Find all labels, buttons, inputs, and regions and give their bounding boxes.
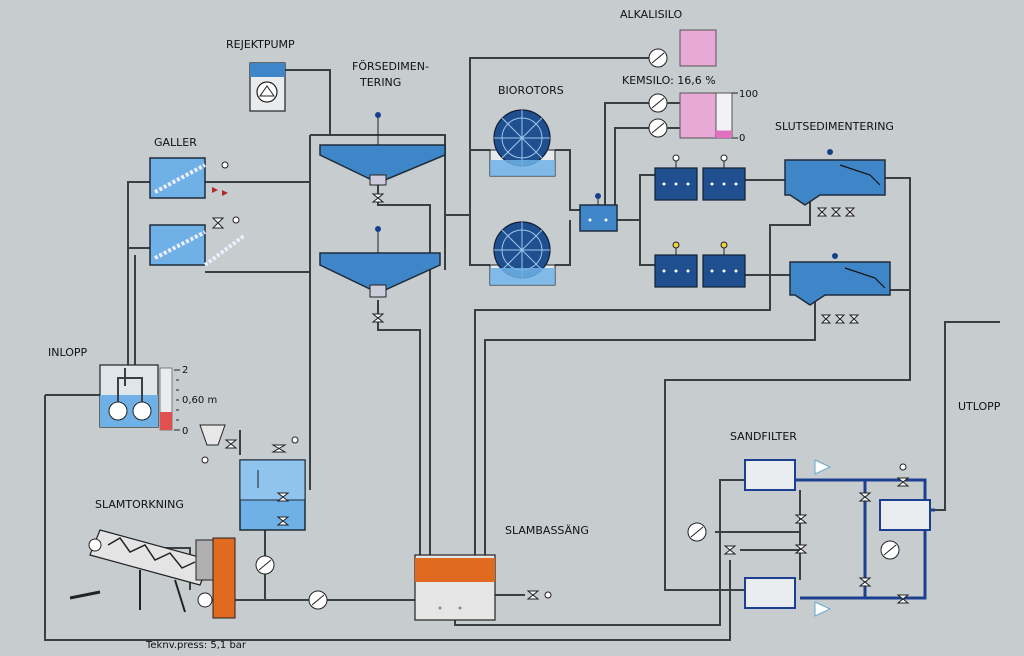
slutsedimentering-top [784,149,886,217]
rejektpump-label: REJEKTPUMP [226,38,295,51]
teknv-press-label: Teknv.press: 5,1 bar [145,640,247,651]
biorotor-top [489,109,556,177]
galler-screen-top [149,157,229,199]
biorotors-label: BIOROTORS [498,84,564,97]
alkalisilo-pump [648,48,668,68]
alkalisilo-label: ALKALISILO [620,8,683,21]
sludge-screw-press [69,529,236,619]
pipe-network [44,57,1000,641]
inlopp-max-label: 2 [182,365,188,376]
alkalisilo-tank [679,29,717,67]
galler-label: GALLER [154,136,197,149]
inlopp-label: INLOPP [48,346,88,359]
kemsilo-pumps [648,93,680,138]
kemsilo-tank [679,92,738,139]
inlopp-min-label: 0 [182,426,188,437]
biorotor-bottom [489,221,556,286]
forsedimentering-label-1: FÖRSEDIMEN- [352,60,429,73]
slutsedimentering-bottom [789,253,891,324]
rejektpump [249,62,286,112]
forsedimentering-tank-top [319,112,446,203]
aeration-basins-bottom [654,241,746,288]
kemsilo-min-label: 0 [739,133,745,144]
inlopp-level-label: 0,60 m [182,395,217,406]
sandfilter-unit [687,459,931,617]
forsedimentering-label-2: TERING [359,76,401,89]
slamtorkning-label: SLAMTORKNING [95,498,184,511]
slambassang-tank [308,554,552,621]
aeration-basins-top [654,154,746,201]
kemsilo-max-label: 100 [739,89,758,100]
kemsilo-label: KEMSILO: 16,6 % [622,74,716,87]
inlopp-level-gauge [159,367,180,431]
sandfilter-label: SANDFILTER [730,430,797,443]
utlopp-label: UTLOPP [958,400,1001,413]
inlopp-pump-sump [99,364,159,428]
forsedimentering-tank-bottom [319,226,441,323]
slutsedimentering-label: SLUTSEDIMENTERING [775,120,894,133]
sludge-dosing-unit [199,424,306,575]
mixing-tank [579,193,618,232]
slambassang-label: SLAMBASSÄNG [505,524,589,537]
galler-screen-bottom [149,216,247,267]
